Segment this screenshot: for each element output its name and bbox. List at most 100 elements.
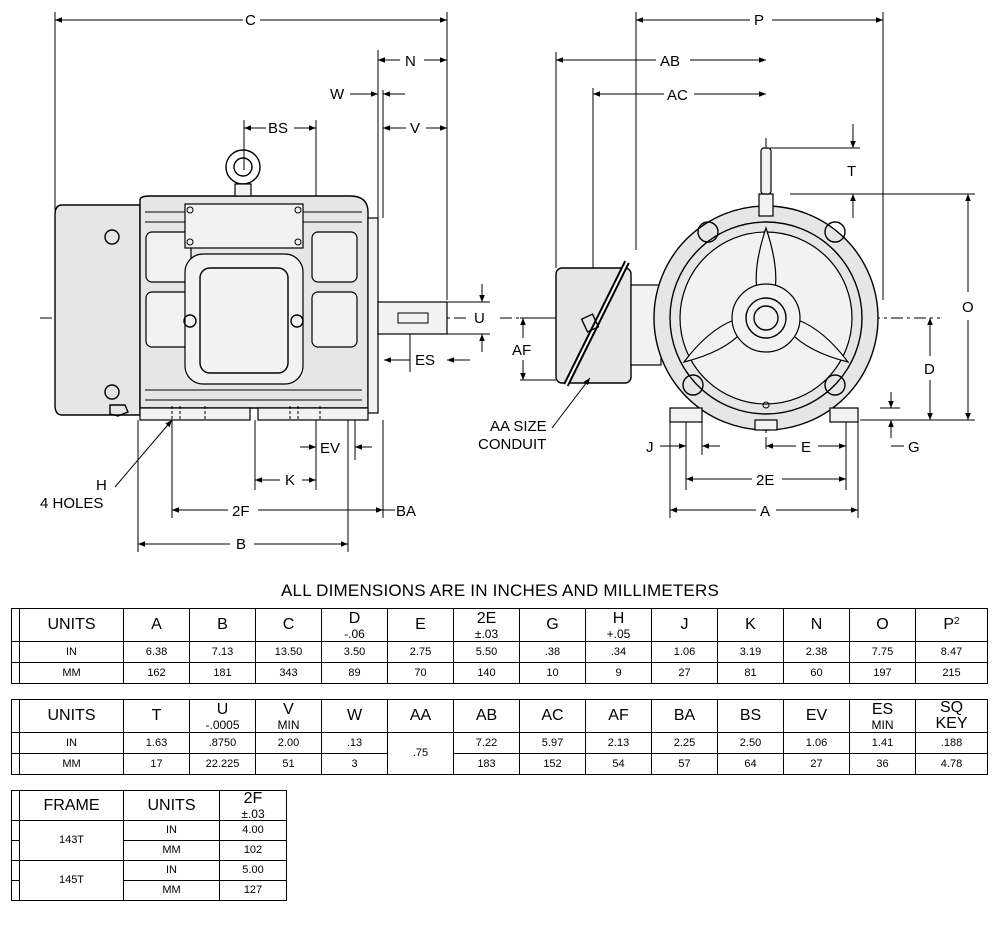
table-cell: 27 — [783, 753, 850, 775]
table-cell: 343 — [255, 662, 322, 684]
table-cell: .13 — [321, 732, 388, 754]
dimensions-note: ALL DIMENSIONS ARE IN INCHES AND MILLIME… — [281, 581, 719, 600]
table-cell — [11, 662, 20, 684]
dim-label-A: A — [760, 503, 770, 520]
dim-label-T: T — [847, 163, 856, 180]
table-cell: 1.06 — [651, 641, 718, 663]
table-cell — [11, 820, 20, 841]
dim-label-AB: AB — [660, 53, 680, 70]
table-header: G — [519, 608, 586, 642]
table-row: 143T IN 4.00 — [11, 820, 287, 861]
motor-dimension-drawing: C N W V BS U ES EV K 2F B BA H 4 HOLES — [40, 12, 975, 553]
dim-label-U: U — [474, 310, 485, 327]
table-cell — [11, 608, 20, 642]
dim-label-H-holes: 4 HOLES — [40, 495, 103, 512]
side-view: C N W V BS U ES EV K 2F B BA H 4 HOLES — [40, 12, 490, 553]
dim-label-BS: BS — [268, 120, 288, 137]
table-cell — [11, 753, 20, 775]
table-cell — [11, 840, 20, 861]
table-cell: MM — [19, 662, 124, 684]
dim-label-P: P — [754, 12, 764, 29]
dim-label-W: W — [330, 86, 345, 103]
table-header-row: FRAME UNITS 2F±.03 — [11, 790, 287, 821]
table-header: B — [189, 608, 256, 642]
table-cell: IN — [123, 860, 220, 881]
table-cell: IN — [123, 820, 220, 841]
table-cell: 145T — [19, 860, 124, 901]
table-header: UNITS — [19, 608, 124, 642]
dim-label-O: O — [962, 299, 974, 316]
table-cell: IN — [19, 641, 124, 663]
table-cell: .75 — [387, 732, 454, 775]
table-cell: 81 — [717, 662, 784, 684]
table-cell — [11, 641, 20, 663]
table-cell: 2.13 — [585, 732, 652, 754]
table-cell: 1.63 — [123, 732, 190, 754]
table-cell: 2.75 — [387, 641, 454, 663]
table-header: C — [255, 608, 322, 642]
table-cell: 3 — [321, 753, 388, 775]
table-cell: .38 — [519, 641, 586, 663]
table-cell: 215 — [915, 662, 988, 684]
table-cell: 183 — [453, 753, 520, 775]
table-header: AB — [453, 699, 520, 733]
table-cell: 3.50 — [321, 641, 388, 663]
table-header: K — [717, 608, 784, 642]
table-header: N — [783, 608, 850, 642]
dim-label-AF: AF — [512, 342, 531, 359]
table-cell: 5.97 — [519, 732, 586, 754]
table-cell: 140 — [453, 662, 520, 684]
cooling-fins — [754, 193, 778, 431]
table-header: O — [849, 608, 916, 642]
table-header: 2F±.03 — [219, 790, 287, 821]
table-header: U-.0005 — [189, 699, 256, 733]
table-cell: 2.25 — [651, 732, 718, 754]
table-cell: 2.50 — [717, 732, 784, 754]
table-cell — [11, 790, 20, 821]
table-header: AF — [585, 699, 652, 733]
table-header: UNITS — [19, 699, 124, 733]
table-cell — [11, 880, 20, 901]
table-header: A — [123, 608, 190, 642]
table-header: AC — [519, 699, 586, 733]
table-cell: 4.00 — [219, 820, 287, 841]
table-header: AA — [387, 699, 454, 733]
table-cell — [11, 860, 20, 881]
table-cell: 6.38 — [123, 641, 190, 663]
dim-label-E: E — [801, 439, 811, 456]
dim-label-V: V — [410, 120, 420, 137]
table-cell: 162 — [123, 662, 190, 684]
frame-table: FRAME UNITS 2F±.03 143T IN 4.00 MM 102 1… — [11, 790, 287, 901]
table-cell — [11, 699, 20, 733]
table-cell: 17 — [123, 753, 190, 775]
table-cell: 127 — [219, 880, 287, 901]
end-view: P AB AC T O AF D AA SIZE CONDUIT J E G 2… — [478, 12, 975, 520]
dim-label-J: J — [646, 439, 654, 456]
table-cell: 2.00 — [255, 732, 322, 754]
table-cell: .8750 — [189, 732, 256, 754]
table-cell: 102 — [219, 840, 287, 861]
table-cell: 60 — [783, 662, 850, 684]
table-cell: 22.225 — [189, 753, 256, 775]
table-cell: 64 — [717, 753, 784, 775]
table-header: T — [123, 699, 190, 733]
table-cell: 89 — [321, 662, 388, 684]
table-cell: 13.50 — [255, 641, 322, 663]
table-header: UNITS — [123, 790, 220, 821]
table-cell: 27 — [651, 662, 718, 684]
table-header: FRAME — [19, 790, 124, 821]
table-cell: 152 — [519, 753, 586, 775]
table-cell: MM — [123, 840, 220, 861]
table-header: W — [321, 699, 388, 733]
table-cell: 5.00 — [219, 860, 287, 881]
table-cell: 57 — [651, 753, 718, 775]
dim-label-C: C — [245, 12, 256, 29]
dim-label-B: B — [236, 536, 246, 553]
dim-label-N: N — [405, 53, 416, 70]
table-cell: 54 — [585, 753, 652, 775]
dim-label-AA: AA SIZE — [490, 418, 547, 435]
